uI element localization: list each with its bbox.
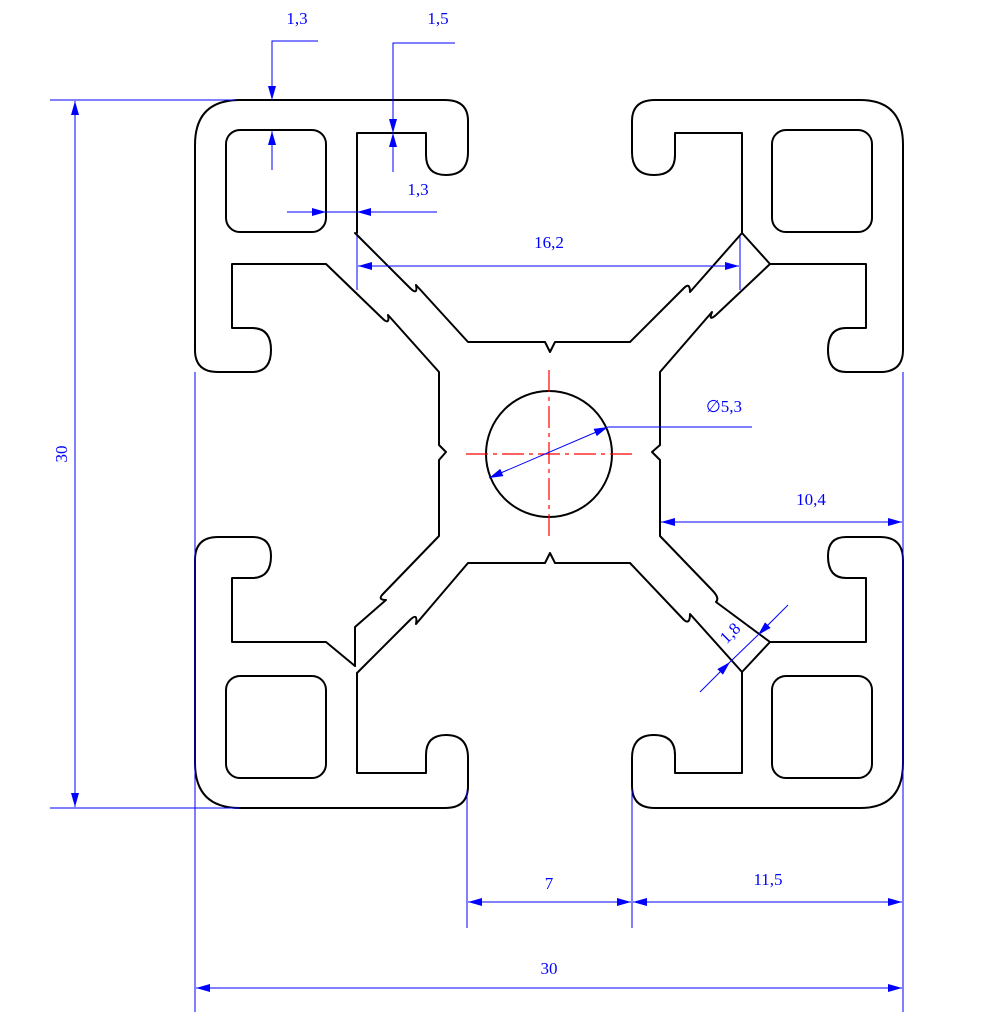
center-lines: [466, 370, 632, 538]
leader-slot-lip: [389, 42, 455, 133]
label-inner-width: 16,2: [534, 233, 564, 252]
label-edge-to-slot: 11,5: [753, 870, 782, 889]
channel-bottom: [356, 552, 743, 674]
label-diagonal-web: 1,8: [716, 619, 744, 647]
label-wall-horizontal: 1,3: [407, 180, 428, 199]
label-overall-width: 30: [541, 959, 558, 978]
dim-diagonal-mid: [729, 634, 759, 663]
hollow-top-right: [771, 129, 873, 233]
outer-contour-bottom-left: [194, 536, 469, 809]
outer-contour-right: [631, 99, 904, 373]
profile-outline: [194, 99, 904, 809]
label-wall-top-left: 1,3: [286, 9, 307, 28]
outer-contour-left: [194, 99, 469, 373]
dim-line-bore: [488, 426, 609, 479]
hollow-bottom-right: [771, 675, 873, 779]
label-bore-diameter: ∅5,3: [706, 397, 742, 416]
dim-diagonal-lower: [699, 661, 731, 693]
label-slot-lip: 1,5: [427, 9, 448, 28]
channel-top: [354, 232, 743, 353]
channel-left: [354, 291, 447, 667]
slot-top-left: [356, 120, 469, 234]
leader-wall-top-left: [268, 40, 318, 100]
label-slot-opening: 7: [545, 874, 554, 893]
dimensions: 30 1,3 1,5 1,3 16,2 ∅5,3 10,4 1,8: [50, 9, 904, 1012]
dim-diagonal-upper: [757, 604, 789, 636]
channel-right: [651, 263, 771, 643]
hollow-top-left: [225, 129, 327, 233]
outer-contour-bottom-right: [631, 536, 904, 809]
label-overall-height: 30: [52, 446, 71, 463]
hollow-bottom-left: [225, 675, 327, 779]
label-offset-right: 10,4: [796, 490, 826, 509]
